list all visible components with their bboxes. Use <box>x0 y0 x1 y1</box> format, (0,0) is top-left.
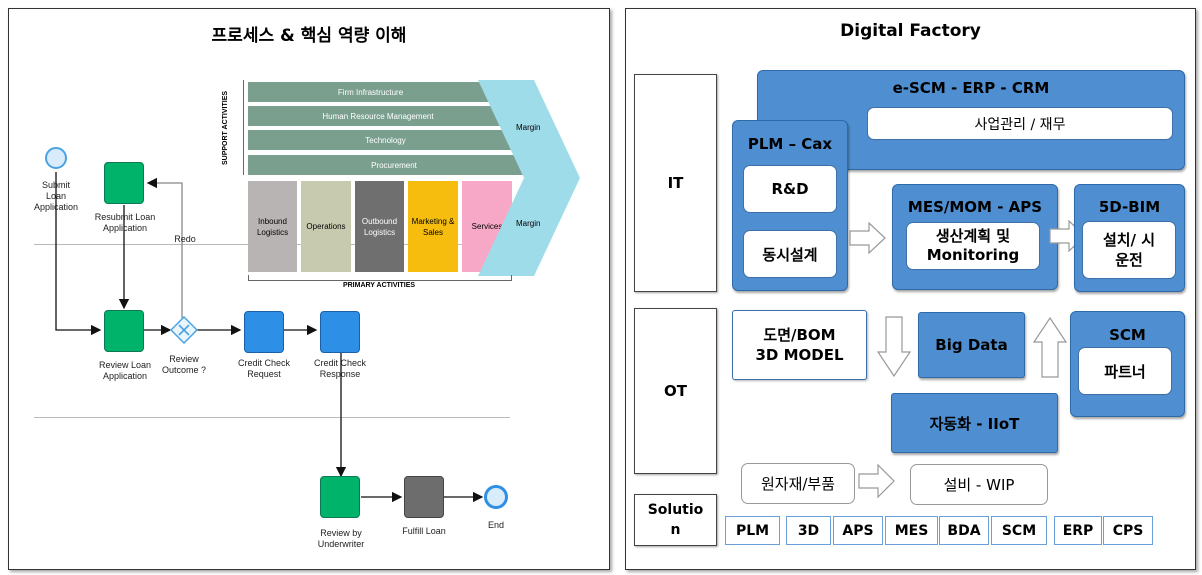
support-human-resource: Human Resource Management <box>248 106 508 126</box>
row-ot: OT <box>634 308 717 474</box>
partner-box: 파트너 <box>1078 347 1172 395</box>
bpmn-connectors <box>55 172 484 503</box>
bim-label: 5D-BIM <box>1098 198 1161 216</box>
escm-label: e-SCM - ERP - CRM <box>892 79 1050 97</box>
scm-label: SCM <box>1109 326 1146 344</box>
review-underwriter-task <box>320 476 360 518</box>
primary-marketing-sales: Marketing & Sales <box>408 181 458 272</box>
digital-factory-title: Digital Factory <box>840 21 981 41</box>
solution-erp: ERP <box>1054 516 1102 545</box>
end-label: End <box>487 520 504 530</box>
install-commissioning-box: 설치/ 시운전 <box>1082 221 1176 279</box>
solution-bda: BDA <box>939 516 989 545</box>
fulfill-loan-task <box>404 476 444 518</box>
arrow-plm-to-mes <box>849 222 886 254</box>
margin-top-label: Margin <box>516 123 541 132</box>
solution-scm: SCM <box>991 516 1047 545</box>
submit-loan-label: Submit Loan Application <box>34 180 79 212</box>
margin-bottom-label: Margin <box>516 219 541 228</box>
plm-cax-label: PLM – Cax <box>747 135 833 153</box>
solution-cps: CPS <box>1103 516 1153 545</box>
resubmit-loan-label: Resubmit Loan Application <box>94 212 156 233</box>
margin-arrow <box>478 80 580 276</box>
lane-divider-bottom <box>34 417 510 418</box>
business-finance-box: 사업관리 / 재무 <box>867 107 1173 140</box>
credit-check-response-label: Credit Check Response <box>313 358 367 379</box>
raw-material-box: 원자재/부품 <box>741 463 855 504</box>
concurrent-design-box: 동시설계 <box>743 230 837 278</box>
credit-check-response-task <box>320 311 360 353</box>
redo-label: Redo <box>174 234 196 244</box>
mes-label: MES/MOM - APS <box>907 198 1043 216</box>
end-event <box>484 485 508 509</box>
arrow-material-to-equipment <box>858 464 895 498</box>
row-it: IT <box>634 74 717 292</box>
primary-bracket <box>248 275 512 281</box>
credit-check-request-label: Credit Check Request <box>237 358 291 379</box>
primary-activities-label: PRIMARY ACTIVITIES <box>342 282 416 289</box>
support-procurement: Procurement <box>248 155 540 175</box>
rnd-box: R&D <box>743 165 837 213</box>
credit-check-request-task <box>244 311 284 353</box>
review-underwriter-label: Review by Underwriter <box>317 528 365 549</box>
big-data-box: Big Data <box>918 312 1025 378</box>
solution-plm: PLM <box>725 516 780 545</box>
equipment-wip-box: 설비 - WIP <box>910 464 1048 505</box>
fulfill-loan-label: Fulfill Loan <box>402 526 446 536</box>
process-panel-title: 프로세스 & 핵심 역량 이해 <box>211 26 407 46</box>
support-bracket <box>243 80 247 175</box>
support-technology: Technology <box>248 130 523 150</box>
review-loan-label: Review Loan Application <box>98 360 152 381</box>
automation-iiot-box: 자동화 - IIoT <box>891 393 1058 453</box>
solution-aps: APS <box>833 516 883 545</box>
start-event <box>45 147 67 169</box>
drawing-bom-box: 도면/BOM 3D MODEL <box>732 310 867 380</box>
resubmit-loan-task <box>104 162 144 204</box>
review-outcome-gateway <box>170 316 198 344</box>
support-firm-infrastructure: Firm Infrastructure <box>248 82 493 102</box>
arrow-down-to-bigdata <box>876 316 912 378</box>
review-loan-task <box>104 310 144 352</box>
review-outcome-label: Review Outcome ? <box>161 354 207 375</box>
solution-3d: 3D <box>786 516 831 545</box>
arrow-up-from-scm <box>1032 317 1068 378</box>
solution-mes: MES <box>885 516 938 545</box>
primary-operations: Operations <box>301 181 351 272</box>
primary-inbound-logistics: Inbound Logistics <box>248 181 297 272</box>
primary-outbound-logistics: Outbound Logistics <box>355 181 404 272</box>
production-planning-box: 생산계획 및 Monitoring <box>906 222 1040 270</box>
row-solution: Solutio n <box>634 494 717 546</box>
